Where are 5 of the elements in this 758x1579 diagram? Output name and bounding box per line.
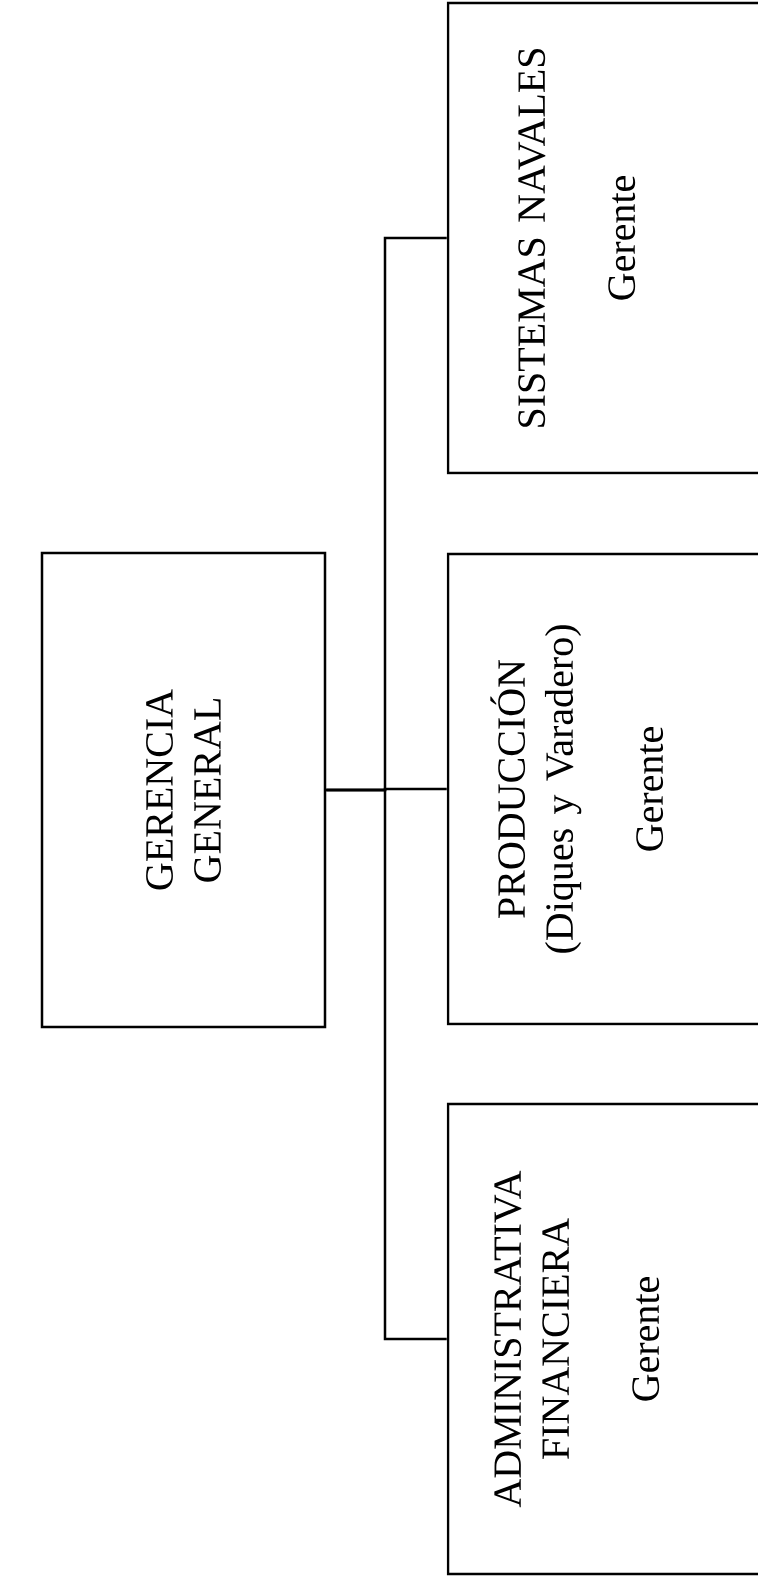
department-box: PRODUCCIÓN (Diques y Varadero) Gerente xyxy=(446,552,758,1026)
connector-line xyxy=(326,236,447,792)
department-box: SISTEMAS NAVALES Gerente xyxy=(446,1,758,475)
department-box: GERENCIA GENERAL xyxy=(40,551,327,1029)
department-box: ADMINISTRATIVA FINANCIERA Gerente xyxy=(446,1102,758,1576)
